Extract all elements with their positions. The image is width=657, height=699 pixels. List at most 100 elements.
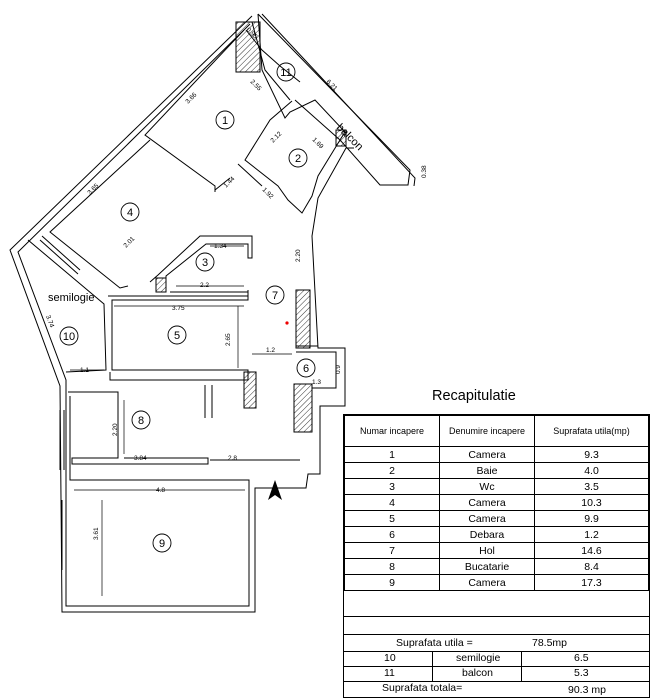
table-row: 8 Bucatarie 8.4 [344, 558, 649, 575]
room-number: 2 [295, 153, 301, 165]
dim-label: 1.69 [311, 136, 325, 150]
wall-room1 [144, 29, 245, 192]
dim-label: 3.84 [134, 455, 147, 462]
cell-area: 10.3 [534, 494, 649, 511]
hatched-wall [243, 371, 257, 409]
room-number: 6 [303, 363, 309, 375]
dim-label: 1.3 [312, 379, 321, 386]
extra-row-name: balcon [462, 667, 493, 679]
col-header-denumire: Denumire incapere [439, 415, 535, 447]
cell-name: Wc [439, 478, 535, 495]
cell-number: 7 [344, 542, 440, 559]
dim-label: 0.9 [335, 365, 342, 374]
room-marker [131, 410, 151, 430]
hatched-wall [295, 289, 311, 349]
recap-title: Recapitulatie [432, 388, 516, 404]
cell-area: 8.4 [534, 558, 649, 575]
room-marker [288, 148, 308, 168]
room-marker [167, 325, 187, 345]
cell-number: 9 [344, 574, 440, 591]
dim-label: 0.38 [421, 165, 428, 178]
cell-area: 9.9 [534, 510, 649, 527]
dim-label: 2.55 [249, 78, 263, 92]
room-number: 3 [202, 257, 208, 269]
cell-area: 9.3 [534, 446, 649, 463]
suprafata-totala-value: 90.3 mp [568, 684, 606, 696]
cell-area: 14.6 [534, 542, 649, 559]
dim-label: 1.1 [80, 367, 89, 374]
cell-name: Camera [439, 574, 535, 591]
recap-table: Numar incapere Denumire incapere Suprafa… [343, 414, 650, 698]
col-header-numar: Numar incapere [344, 415, 440, 447]
room-marker [59, 326, 79, 346]
room-number: 9 [159, 538, 165, 550]
dim-label: 2.12 [269, 130, 283, 144]
cell-number: 3 [344, 478, 440, 495]
cell-area: 3.5 [534, 478, 649, 495]
cell-number: 5 [344, 510, 440, 527]
table-row: 5 Camera 9.9 [344, 510, 649, 527]
suprafata-utila-label: Suprafata utila = [396, 637, 473, 649]
room-marker [215, 110, 235, 130]
room-marker [296, 358, 316, 378]
wall-room5 [108, 295, 249, 381]
dim-label: 1.92 [261, 186, 275, 200]
cell-name: Hol [439, 542, 535, 559]
extra-row-name: semilogie [456, 652, 501, 664]
cell-name: Debara [439, 526, 535, 543]
table-row: 2 Baie 4.0 [344, 462, 649, 479]
col-header-suprafata: Suprafata utila(mp) [534, 415, 649, 447]
north-arrow-icon [268, 480, 282, 500]
dim-label: 1.34 [214, 243, 227, 250]
room-marker [265, 285, 285, 305]
inner-wall [17, 23, 251, 607]
wall-room4 [49, 139, 151, 289]
dim-label: 2.20 [295, 249, 302, 262]
wall-room8 [68, 391, 209, 465]
cell-number: 1 [344, 446, 440, 463]
cell-name: Baie [439, 462, 535, 479]
dim-label: 2.8 [228, 455, 237, 462]
table-row: 1 Camera 9.3 [344, 446, 649, 463]
wall-room6 [296, 351, 337, 389]
hatched-wall [335, 129, 347, 147]
table-row: 9 Camera 17.3 [344, 574, 649, 591]
extra-row-area: 6.5 [574, 652, 589, 664]
dim-label: 2.2 [200, 282, 209, 289]
dim-label: 1.2 [266, 347, 275, 354]
hatched-wall [235, 21, 261, 73]
hatched-wall [155, 277, 167, 293]
table-row: 4 Camera 10.3 [344, 494, 649, 511]
divider [344, 616, 649, 617]
dim-label: 2.65 [225, 333, 232, 346]
room-number: 5 [174, 330, 180, 342]
outer-wall [257, 13, 411, 186]
cell-area: 4.0 [534, 462, 649, 479]
divider [344, 651, 649, 652]
suprafata-totala-label: Suprafata totala= [382, 682, 463, 694]
room-number: 8 [138, 415, 144, 427]
wall-room2 [244, 99, 341, 214]
dim-label: 2.20 [112, 423, 119, 436]
label-semilogie: semilogie [48, 292, 94, 304]
dim-label: 3.61 [93, 527, 100, 540]
room-marker [195, 252, 215, 272]
dim-label: 3.65 [86, 182, 100, 196]
hatched-wall [293, 383, 313, 433]
cell-number: 8 [344, 558, 440, 575]
dim-label: 3.75 [172, 305, 185, 312]
wall-seg [237, 163, 263, 187]
dim-label: 3.74 [44, 314, 55, 329]
table-row: 6 Debara 1.2 [344, 526, 649, 543]
room-number: 1 [222, 115, 228, 127]
divider [344, 666, 649, 667]
wall-room3 [149, 235, 253, 286]
room-marker [276, 62, 296, 82]
cell-number: 4 [344, 494, 440, 511]
table-row: 7 Hol 14.6 [344, 542, 649, 559]
recap-rooms-table: Numar incapere Denumire incapere Suprafa… [344, 415, 649, 591]
dim-label: 6.21 [325, 78, 339, 92]
extra-row-number: 11 [384, 667, 395, 679]
divider [344, 634, 649, 635]
